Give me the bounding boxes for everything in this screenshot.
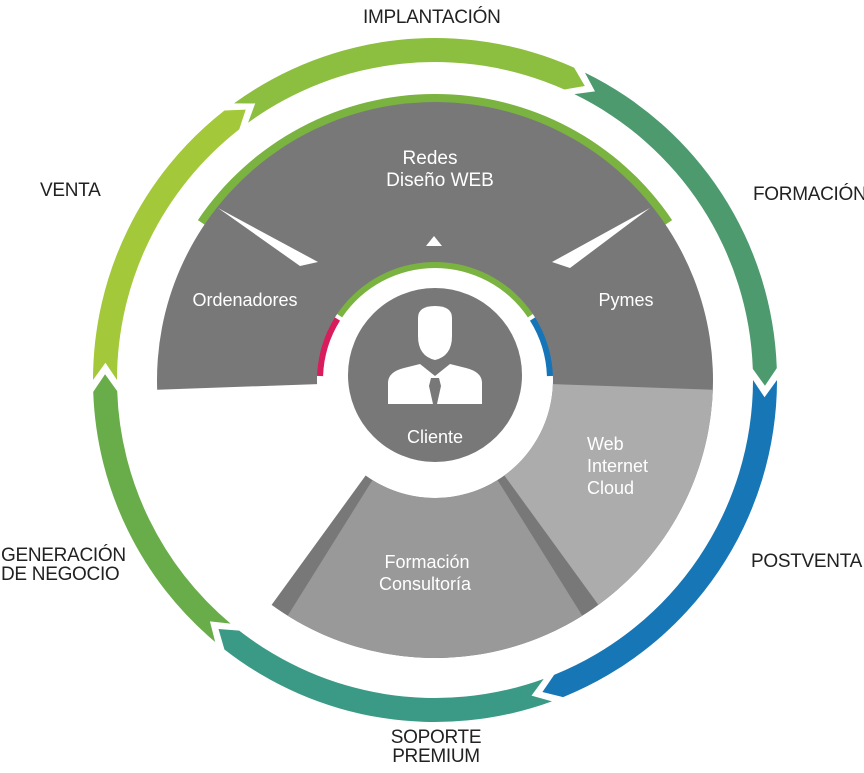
label-generacion-de-negocio: GENERACIÓN DE NEGOCIO — [1, 545, 126, 585]
segment-web-shape — [504, 384, 713, 605]
ring-arrow-generacion — [93, 374, 231, 642]
ring-arrow-soporte — [218, 629, 552, 722]
label-implantacion: IMPLANTACIÓN — [363, 7, 501, 28]
segment-ordenadores: Ordenadores — [192, 290, 297, 310]
segment-pymes: Pymes — [598, 290, 653, 310]
segment-hardware-line1: Hardware — [205, 430, 283, 450]
segment-redes-line1: Redes — [403, 148, 458, 169]
center-pointer-arrow — [426, 236, 442, 246]
segment-formacion-line1: Formación — [384, 552, 469, 572]
segment-hardware-line3: Seguridad — [205, 474, 287, 494]
segment-formacion-shape — [287, 480, 583, 658]
outer-cycle-ring — [93, 37, 777, 722]
ring-arrow-implantacion — [233, 37, 585, 123]
ring-arrow-venta — [93, 109, 246, 381]
segment-web-line2: Internet — [587, 456, 648, 476]
center-circle — [348, 288, 522, 462]
segment-web-line3: Cloud — [587, 478, 634, 498]
label-postventa: POSTVENTA — [751, 551, 862, 572]
segment-redes-line2: Diseño WEB — [386, 170, 494, 191]
user-businessman-icon — [388, 306, 482, 404]
segment-hardware-line2: Sitemas — [205, 452, 270, 472]
center-label: Cliente — [407, 427, 463, 447]
segment-formacion-line2: Consultoría — [379, 574, 472, 594]
label-formacion: FORMACIÓN — [753, 184, 864, 205]
ring-arrow-formacion — [574, 72, 777, 386]
label-venta: VENTA — [40, 180, 101, 201]
label-soporte-premium: SOPORTE PREMIUM — [390, 727, 482, 767]
ring-arrow-postventa — [542, 380, 777, 698]
service-segments — [157, 94, 713, 659]
segment-web-line1: Web — [587, 434, 624, 454]
